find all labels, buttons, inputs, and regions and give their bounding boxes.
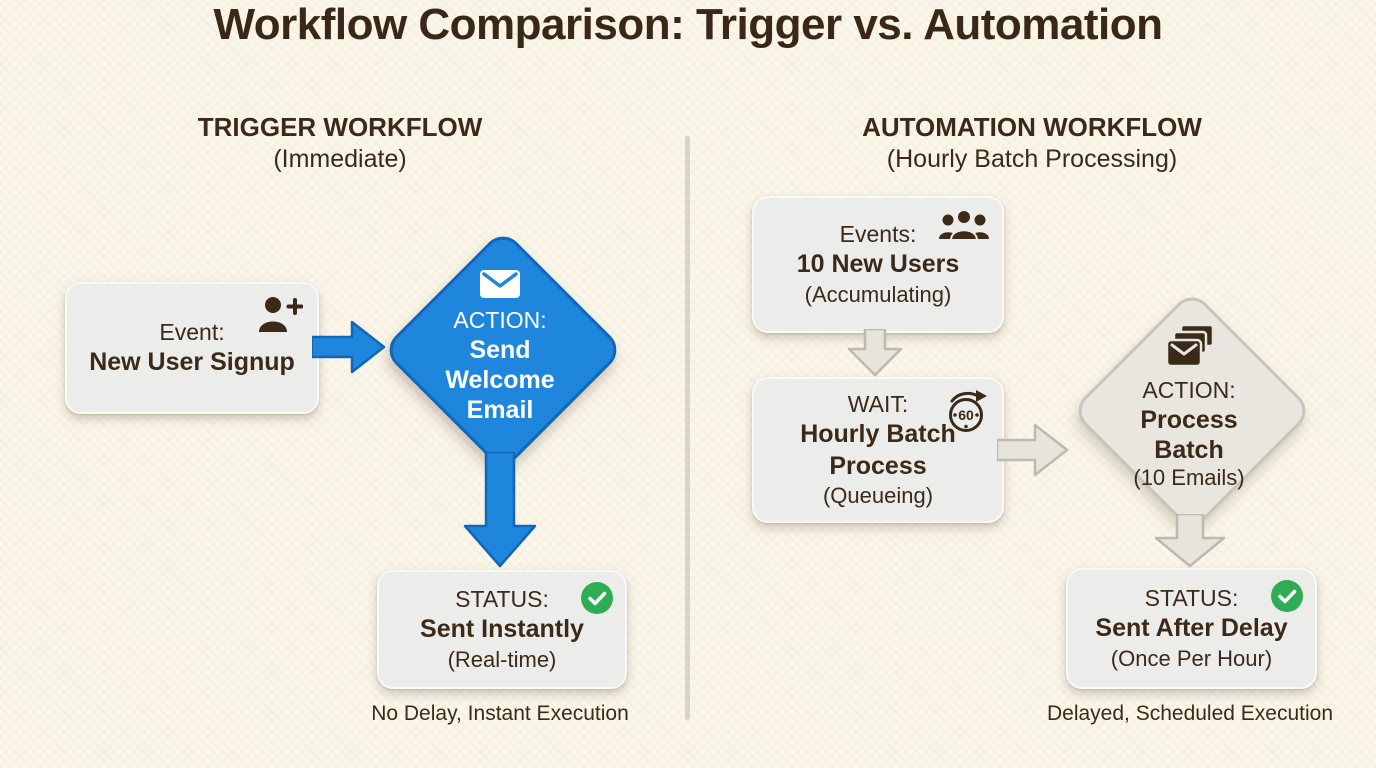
event-box: Event: New User Signup (65, 282, 319, 414)
wait-box-note: (Queueing) (822, 483, 934, 509)
events-box: Events: 10 New Users (Accumulating) (752, 196, 1004, 333)
automation-caption: Delayed, Scheduled Execution (1046, 702, 1334, 725)
status-box-label: STATUS: (1144, 585, 1239, 612)
column-divider (685, 136, 690, 720)
trigger-subheading: (Immediate) (273, 145, 407, 173)
arrow-down-gray-2 (1154, 514, 1226, 568)
timer-60-icon: 60 (944, 389, 990, 435)
trigger-column-heading: TRIGGER WORKFLOW (Immediate) (90, 111, 590, 175)
action-diamond-automation: ACTION: Process Batch (10 Emails) (1070, 289, 1314, 533)
event-box-label: Event: (159, 318, 225, 345)
envelope-stack-icon (1163, 325, 1215, 369)
automation-subheading: (Hourly Batch Processing) (886, 145, 1178, 173)
action-diamond-label: ACTION: (1142, 377, 1236, 403)
wait-box-label: WAIT: (847, 391, 909, 418)
automation-column-heading: AUTOMATION WORKFLOW (Hourly Batch Proces… (782, 111, 1282, 175)
status-box-value: Sent Instantly (420, 615, 584, 644)
status-box-value: Sent After Delay (1095, 614, 1288, 643)
wait-box: 60 WAIT: Hourly Batch Process (Queueing) (752, 377, 1004, 523)
action-diamond-trigger: ACTION: Send Welcome Email (381, 228, 625, 472)
status-box-note: (Real-time) (447, 646, 557, 672)
arrow-right-blue (312, 320, 386, 374)
trigger-heading: TRIGGER WORKFLOW (197, 112, 483, 142)
trigger-caption: No Delay, Instant Execution (371, 702, 629, 725)
status-box-note: (Once Per Hour) (1110, 645, 1273, 671)
arrow-down-blue (463, 452, 537, 568)
events-box-value: 10 New Users (796, 250, 960, 279)
wait-box-value: Hourly Batch Process (800, 420, 956, 480)
action-diamond-note: (10 Emails) (1133, 464, 1245, 490)
timer-value: 60 (958, 407, 974, 423)
person-add-icon (257, 296, 303, 333)
people-icon (939, 209, 989, 244)
page-title: Workflow Comparison: Trigger vs. Automat… (213, 0, 1163, 49)
event-box-value: New User Signup (89, 347, 295, 376)
action-diamond-label: ACTION: (453, 307, 547, 334)
events-box-label: Events: (839, 221, 917, 248)
status-box-trigger: STATUS: Sent Instantly (Real-time) (377, 570, 627, 689)
arrow-down-gray-1 (847, 329, 903, 377)
action-diamond-value: Send Welcome Email (445, 335, 555, 424)
envelope-icon (479, 269, 521, 299)
events-box-note: (Accumulating) (804, 281, 952, 307)
automation-heading: AUTOMATION WORKFLOW (862, 112, 1202, 142)
action-diamond-value: Process Batch (1140, 405, 1238, 464)
check-circle-icon (580, 581, 614, 615)
status-box-automation: STATUS: Sent After Delay (Once Per Hour) (1066, 568, 1317, 689)
status-box-label: STATUS: (455, 586, 549, 613)
arrow-right-gray (997, 423, 1069, 477)
check-circle-icon (1270, 579, 1304, 613)
